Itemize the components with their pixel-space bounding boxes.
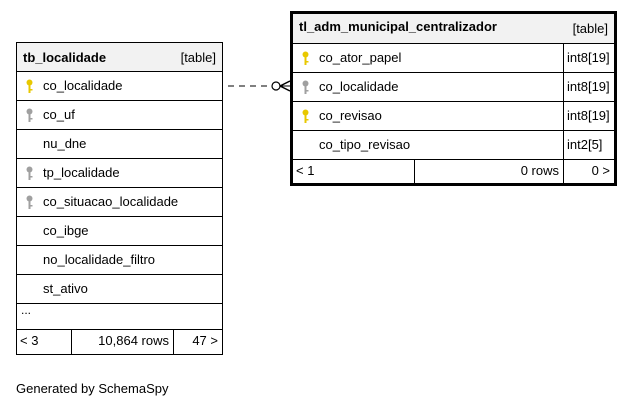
column-row[interactable]: co_tipo_revisao int2[5] xyxy=(293,131,614,160)
column-name: co_revisao xyxy=(319,108,382,123)
column-row[interactable]: co_localidade xyxy=(17,72,222,101)
column-row[interactable]: tp_localidade xyxy=(17,159,222,188)
foreign-key-icon xyxy=(26,166,33,180)
foreign-key-icon xyxy=(26,108,33,122)
column-name: co_tipo_revisao xyxy=(319,137,411,152)
column-name: co_uf xyxy=(43,107,75,122)
table-kind: [table] xyxy=(572,21,608,36)
table-kind: [table] xyxy=(180,50,216,65)
parents-count[interactable]: < 1 xyxy=(296,163,315,178)
table-footer: < 3 10,864 rows 47 > xyxy=(17,330,222,354)
children-count[interactable]: 47 > xyxy=(173,330,222,354)
table-header[interactable]: tb_localidade [table] xyxy=(17,43,222,72)
column-name: co_localidade xyxy=(319,79,399,94)
column-row[interactable]: co_ibge xyxy=(17,217,222,246)
column-name: co_situacao_localidade xyxy=(43,194,179,209)
column-name: tp_localidade xyxy=(43,165,120,180)
table-name: tl_adm_municipal_centralizador xyxy=(299,19,497,34)
column-name: nu_dne xyxy=(43,136,87,151)
column-name: co_ator_papel xyxy=(319,50,402,65)
primary-key-icon xyxy=(302,109,309,123)
column-name: co_localidade xyxy=(43,78,123,93)
column-row[interactable]: co_localidade int8[19] xyxy=(293,73,614,102)
column-row[interactable]: nu_dne xyxy=(17,130,222,159)
parents-count[interactable]: < 3 xyxy=(20,333,39,348)
foreign-key-icon xyxy=(26,195,33,209)
column-name: st_ativo xyxy=(43,281,88,296)
column-row[interactable]: co_situacao_localidade xyxy=(17,188,222,217)
row-count: 10,864 rows xyxy=(71,330,173,354)
column-row[interactable]: st_ativo xyxy=(17,275,222,304)
row-count: 0 rows xyxy=(414,160,563,183)
table-tb-localidade[interactable]: tb_localidade [table] co_localidade co_u… xyxy=(16,42,223,355)
column-row[interactable]: co_revisao int8[19] xyxy=(293,102,614,131)
foreign-key-icon xyxy=(302,80,309,94)
generated-by-label: Generated by SchemaSpy xyxy=(16,381,169,396)
table-name: tb_localidade xyxy=(23,50,107,65)
column-row[interactable]: co_ator_papel int8[19] xyxy=(293,44,614,73)
connector-crow-foot-top xyxy=(279,80,291,87)
column-name: no_localidade_filtro xyxy=(43,252,156,267)
connector-crow-foot-bottom xyxy=(279,85,291,92)
children-count[interactable]: 0 > xyxy=(563,160,614,183)
column-row[interactable]: co_uf xyxy=(17,101,222,130)
connector-zero-marker xyxy=(271,81,281,91)
column-type: int2[5] xyxy=(563,131,614,159)
column-name: co_ibge xyxy=(43,223,89,238)
column-type: int8[19] xyxy=(563,73,614,101)
column-type: int8[19] xyxy=(563,44,614,72)
column-type: int8[19] xyxy=(563,102,614,130)
column-row[interactable]: no_localidade_filtro xyxy=(17,246,222,275)
table-tl-adm-municipal-centralizador[interactable]: tl_adm_municipal_centralizador [table] c… xyxy=(290,11,617,186)
primary-key-icon xyxy=(302,51,309,65)
more-columns-row[interactable]: ... xyxy=(17,303,222,330)
table-footer: < 1 0 rows 0 > xyxy=(293,160,614,183)
table-header[interactable]: tl_adm_municipal_centralizador [table] xyxy=(293,14,614,44)
primary-key-icon xyxy=(26,79,33,93)
more-columns-indicator: ... xyxy=(21,303,32,317)
